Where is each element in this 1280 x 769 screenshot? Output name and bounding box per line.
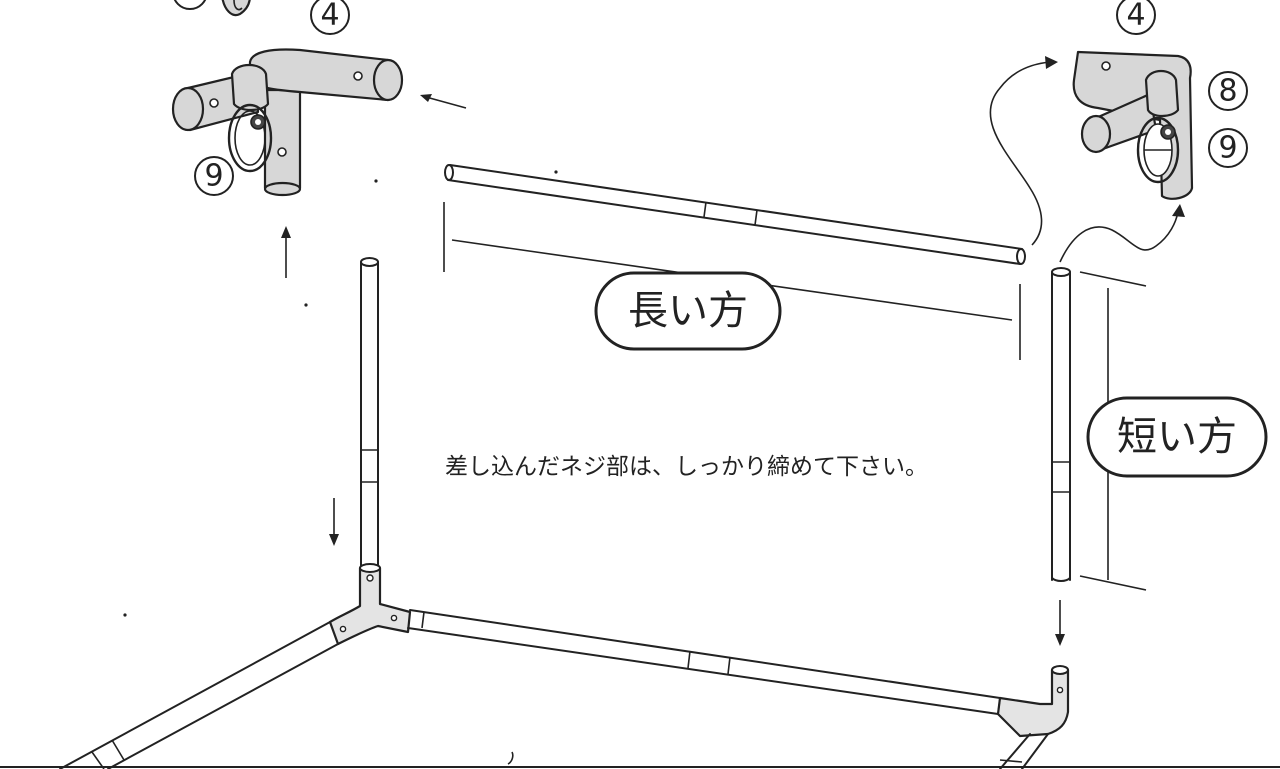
speck [123, 613, 127, 617]
curved-arrow-to-right-connector [989, 56, 1058, 246]
svg-text:長い方: 長い方 [628, 288, 748, 334]
part-number-9-right: 9 [1208, 128, 1248, 168]
arrow-to-left-connector [420, 94, 467, 109]
speck [554, 170, 558, 174]
right-bolt-ring [1136, 116, 1180, 184]
svg-text:4: 4 [320, 0, 339, 33]
bottom-frame [59, 563, 1070, 769]
svg-text:9: 9 [1218, 131, 1237, 166]
part-number-top-left-partial [173, 0, 207, 10]
small-bracket-partial [221, 0, 251, 17]
part-number-9-left: 9 [194, 156, 234, 196]
left-t-connector [171, 48, 404, 197]
curved-arrow-to-right-bolt [1059, 204, 1185, 263]
svg-text:4: 4 [1126, 0, 1145, 33]
part-number-4-left: 4 [310, 0, 350, 35]
svg-text:8: 8 [1218, 74, 1237, 109]
svg-text:9: 9 [204, 159, 223, 194]
instruction-text: 差し込んだネジ部は、しっかり締めて下さい。 [445, 454, 928, 480]
right-corner-connector [1072, 50, 1194, 200]
long-top-pipe [444, 164, 1026, 265]
right-vertical-pipe [1051, 267, 1071, 582]
long-side-label: 長い方 [594, 271, 782, 351]
arrow-up-left [281, 226, 291, 278]
speck-mark [507, 751, 514, 765]
speck [304, 303, 308, 307]
part-number-8-right: 8 [1208, 71, 1248, 111]
part-number-4-right: 4 [1116, 0, 1156, 35]
left-vertical-pipe [360, 257, 379, 589]
svg-text:短い方: 短い方 [1117, 414, 1237, 460]
left-bolt-ring [227, 103, 273, 173]
short-side-label: 短い方 [1086, 396, 1268, 478]
arrow-down-left [329, 498, 339, 546]
arrow-down-right [1055, 600, 1065, 646]
speck [374, 179, 378, 183]
